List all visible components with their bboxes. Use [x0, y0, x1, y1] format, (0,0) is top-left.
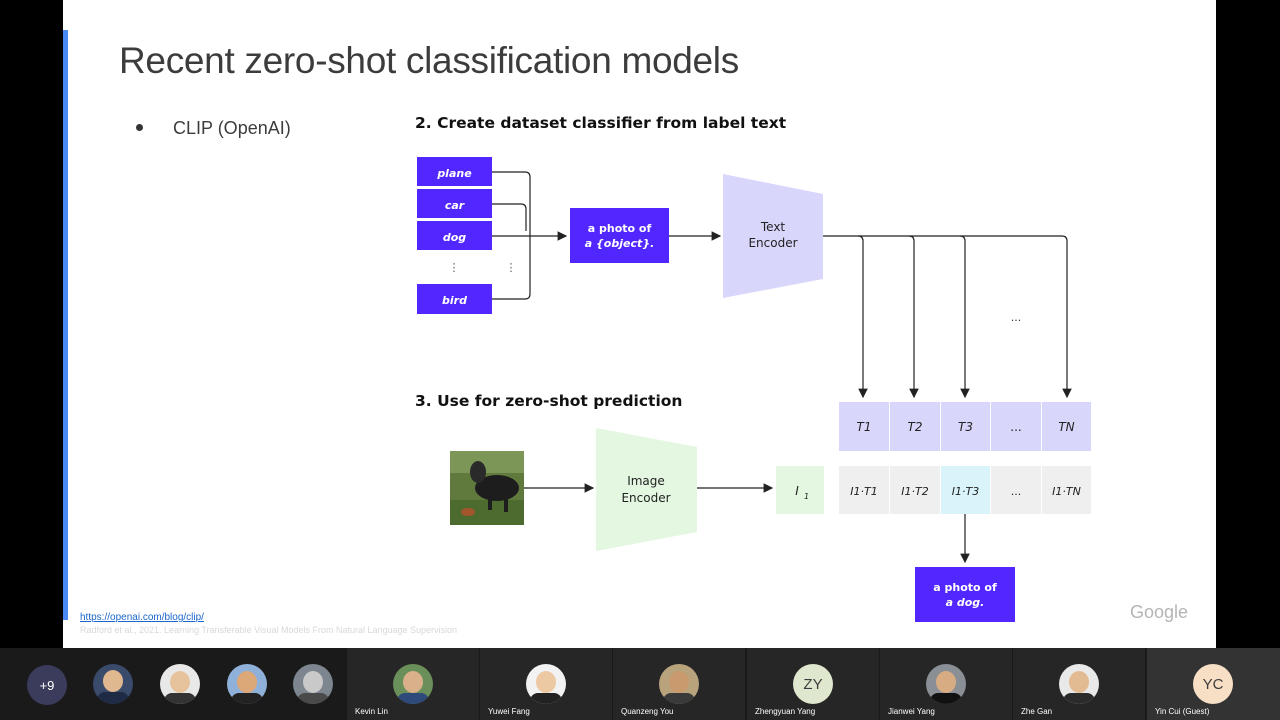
participant-tile[interactable]: Kevin Lin [347, 648, 479, 720]
svg-text:a {object}.: a {object}. [585, 237, 655, 250]
slide: Recent zero-shot classification models C… [63, 0, 1216, 648]
participant-avatar[interactable] [160, 664, 200, 704]
image-encoder: Image Encoder [596, 428, 697, 551]
participant-tile[interactable]: Yuwei Fang [480, 648, 612, 720]
label-ellipsis-right: ⋮ [506, 261, 517, 274]
svg-text:1: 1 [804, 492, 809, 501]
t-cell [1042, 402, 1091, 451]
svg-text:car: car [445, 199, 465, 212]
avatar [926, 664, 966, 704]
t-label: T2 [908, 420, 923, 434]
step3-title: 3. Use for zero-shot prediction [415, 392, 682, 410]
product-label: I1·T1 [850, 485, 877, 498]
more-participants-button[interactable]: +9 [27, 665, 67, 705]
t-cell [839, 402, 889, 451]
svg-text:Image: Image [627, 474, 665, 488]
product-label: I1·T3 [952, 485, 979, 498]
participant-name: Zhe Gan [1021, 707, 1053, 716]
participant-avatar[interactable] [293, 664, 333, 704]
participant-name: Quanzeng You [621, 707, 674, 716]
reference-text: Radford et al., 2021. Learning Transfera… [80, 625, 458, 635]
svg-text:Encoder: Encoder [621, 491, 670, 505]
slide-accent-bar [63, 30, 68, 620]
participant-avatar[interactable] [227, 664, 267, 704]
svg-text:a photo of: a photo of [588, 222, 652, 235]
svg-text:dog: dog [443, 231, 466, 244]
bullet-dot-icon [136, 123, 143, 131]
prompt-template-box: a photo of a {object}. [570, 208, 669, 263]
t-label: T3 [958, 420, 973, 434]
participant-avatar[interactable] [93, 664, 133, 704]
label-plane: plane [417, 157, 492, 186]
result-box: a photo of a dog. [915, 567, 1015, 622]
participant-name: Yuwei Fang [488, 707, 530, 716]
dog-photo [450, 451, 524, 525]
svg-text:Text: Text [760, 220, 786, 234]
label-bird: bird [417, 284, 492, 314]
avatar: ZY [793, 664, 833, 704]
label-ellipsis: ⋮ [449, 261, 460, 274]
label-dog: dog [417, 221, 492, 250]
participant-tile[interactable]: ZY Zhengyuan Yang [747, 648, 879, 720]
clip-diagram: 2. Create dataset classifier from label … [415, 114, 1091, 622]
participant-name: Jianwei Yang [888, 707, 935, 716]
t-label: TN [1058, 420, 1074, 434]
participant-name: Yin Cui (Guest) [1155, 707, 1210, 716]
participant-tile[interactable]: Quanzeng You [613, 648, 745, 720]
t-cell [941, 402, 990, 451]
similarity-row: I1·T1 I1·T2 I1·T3 ... I1·TN [839, 466, 1091, 514]
t-cell [890, 402, 940, 451]
image-embedding: I 1 [776, 466, 824, 514]
svg-text:plane: plane [436, 167, 472, 180]
svg-text:I: I [795, 484, 799, 498]
participant-name: Kevin Lin [355, 707, 388, 716]
t-label: ... [1010, 420, 1021, 434]
participant-tile[interactable]: Jianwei Yang [880, 648, 1012, 720]
label-connectors [492, 171, 568, 300]
participant-tile[interactable]: YC Yin Cui (Guest) [1147, 648, 1280, 720]
google-logo: Google [1130, 602, 1189, 622]
avatar: YC [1193, 664, 1233, 704]
avatar [1059, 664, 1099, 704]
avatar [659, 664, 699, 704]
clip-blog-link[interactable]: https://openai.com/blog/clip/ [80, 612, 204, 623]
label-car: car [417, 189, 492, 218]
text-embedding-row: T1 T2 T3 ... TN [839, 402, 1091, 451]
bullet-item: CLIP (OpenAI) [136, 118, 291, 139]
text-dots: ... [1011, 311, 1022, 324]
svg-text:Encoder: Encoder [748, 236, 797, 250]
product-label: I1·T2 [901, 485, 928, 498]
bullet-text: CLIP (OpenAI) [173, 118, 291, 138]
t-label: T1 [857, 420, 872, 434]
avatar [526, 664, 566, 704]
participant-name: Zhengyuan Yang [755, 707, 816, 716]
participant-tile[interactable]: Zhe Gan [1013, 648, 1145, 720]
t-cell [991, 402, 1041, 451]
svg-text:bird: bird [442, 294, 467, 307]
product-label: ... [1011, 485, 1022, 498]
svg-text:a photo of: a photo of [933, 581, 997, 594]
text-embedding-arrows [823, 235, 1072, 399]
svg-text:a dog.: a dog. [946, 596, 985, 609]
step2-title: 2. Create dataset classifier from label … [415, 114, 787, 132]
product-label: I1·TN [1052, 485, 1081, 498]
avatar [393, 664, 433, 704]
text-encoder: Text Encoder [723, 174, 823, 298]
slide-title: Recent zero-shot classification models [119, 40, 739, 81]
